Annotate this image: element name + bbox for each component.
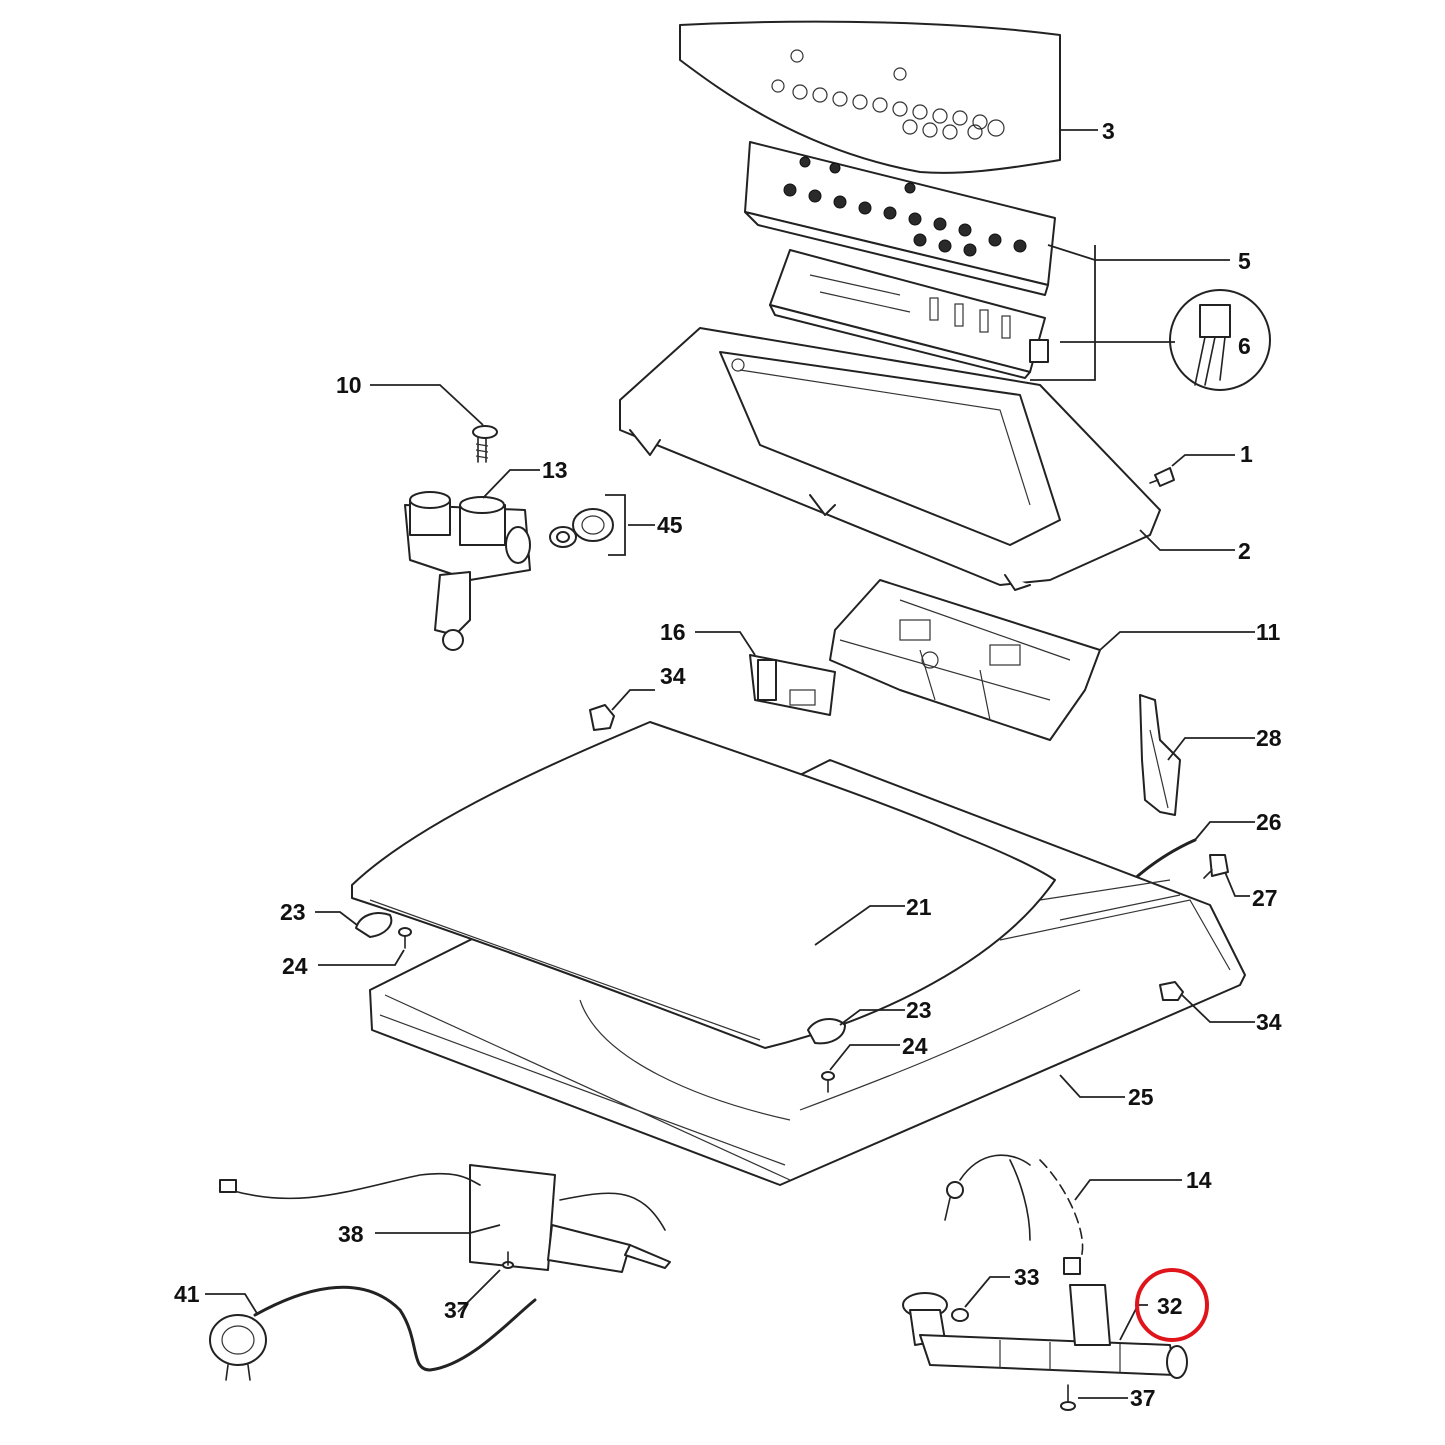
part-21-lid [351, 721, 1056, 1121]
part-11-main-module [829, 579, 1101, 741]
callout-45: 45 [657, 512, 683, 538]
callout-23-left: 23 [280, 899, 306, 925]
part-23-cap-left [355, 912, 393, 938]
part-34-clip-lower [1159, 981, 1184, 1001]
callout-27: 27 [1252, 885, 1278, 911]
callout-14: 14 [1186, 1167, 1212, 1193]
part-10-screw [472, 425, 498, 463]
part-24-screw-left [398, 927, 412, 949]
callout-16: 16 [660, 619, 686, 645]
callout-34-lower: 34 [1256, 1009, 1282, 1035]
callout-24-right: 24 [902, 1033, 928, 1059]
part-23-cap-right [807, 1018, 846, 1045]
leader-lines [205, 129, 1255, 1399]
part-38-filter [219, 1164, 671, 1273]
part-32-hose-assembly [919, 1284, 1188, 1379]
callout-6: 6 [1238, 333, 1251, 359]
part-27-clip [1203, 854, 1229, 879]
part-37-screw-right [1060, 1384, 1076, 1411]
part-37-screw-left [502, 1251, 514, 1269]
part-41-power-cord [209, 1285, 537, 1381]
part-5-control-board-upper [744, 141, 1056, 296]
callout-23-right: 23 [906, 997, 932, 1023]
callout-26: 26 [1256, 809, 1282, 835]
part-34-clip-upper [589, 704, 615, 731]
highlight-ring-part-32 [1135, 1268, 1209, 1342]
callout-13: 13 [542, 457, 568, 483]
callout-37-right: 37 [1130, 1385, 1156, 1411]
callout-28: 28 [1256, 725, 1282, 751]
callout-3: 3 [1102, 118, 1115, 144]
callout-21: 21 [906, 894, 932, 920]
callout-33: 33 [1014, 1264, 1040, 1290]
callout-11: 11 [1256, 619, 1281, 645]
part-28-bracket [1139, 694, 1181, 816]
part-5-control-board-lower [769, 249, 1049, 379]
part-24-screw-right [821, 1071, 835, 1093]
callout-37-left: 37 [444, 1297, 470, 1323]
part-2-control-panel-housing [619, 327, 1161, 591]
callout-10: 10 [336, 372, 362, 398]
callout-2: 2 [1238, 538, 1251, 564]
part-14-wiring [944, 1154, 1084, 1275]
part-1-screw [1149, 467, 1175, 487]
callout-38: 38 [338, 1221, 364, 1247]
part-3-panel-overlay [679, 20, 1061, 174]
part-13-inlet-valve [404, 491, 531, 651]
part-6-connector [1169, 289, 1271, 391]
callout-41: 41 [174, 1281, 200, 1307]
part-16-lid-lock [749, 654, 836, 716]
callout-5: 5 [1238, 248, 1251, 274]
callout-32: 32 [1157, 1293, 1183, 1319]
part-45-filter-washer [549, 508, 614, 548]
callout-1: 1 [1240, 441, 1253, 467]
callout-labels: 3 5 6 10 13 45 1 2 16 11 34 28 26 27 23 … [174, 118, 1282, 1411]
callout-25: 25 [1128, 1084, 1154, 1110]
callout-24-left: 24 [282, 953, 308, 979]
callout-34-upper: 34 [660, 663, 686, 689]
